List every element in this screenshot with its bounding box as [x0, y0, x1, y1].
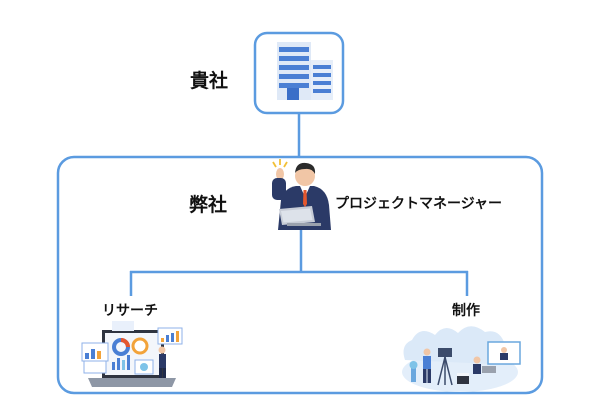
video-production-icon [402, 326, 521, 392]
production-label: 制作 [452, 303, 480, 319]
office-building-icon [277, 42, 333, 100]
research-dashboard-laptop-icon [81, 321, 183, 387]
project-manager-label: プロジェクトマネージャー [335, 196, 503, 212]
our-company-label: 弊社 [189, 194, 228, 216]
client-label: 貴社 [190, 70, 229, 92]
research-label: リサーチ [102, 303, 158, 319]
company-frame [56, 155, 544, 395]
businessman-with-laptop-icon [272, 159, 331, 230]
